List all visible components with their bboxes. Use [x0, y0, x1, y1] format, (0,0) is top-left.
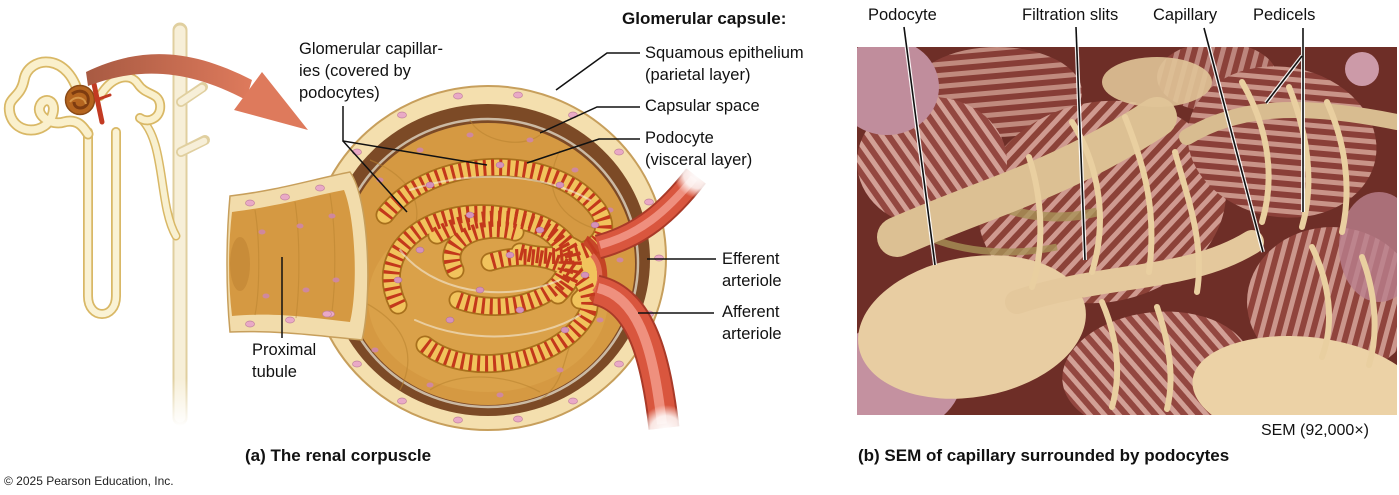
panel-b-caption: (b) SEM of capillary surrounded by podoc…: [858, 446, 1230, 465]
label-sem-filtration-slits: Filtration slits: [1022, 6, 1119, 24]
label-sem-capillary: Capillary: [1153, 6, 1218, 24]
label-line: (parietal layer): [645, 66, 751, 84]
label-line: ies (covered by: [299, 62, 411, 80]
glomerular-capillaries-illustration: [375, 157, 614, 374]
efferent-arteriole-illustration: [594, 150, 722, 260]
label-efferent-arteriole: Efferent arteriole: [722, 248, 782, 292]
label-line: Efferent: [722, 250, 780, 268]
afferent-arteriole-illustration: [591, 274, 693, 459]
label-sem-podocyte: Podocyte: [868, 6, 937, 24]
label-sem-pedicels: Pedicels: [1253, 6, 1316, 24]
label-line: Afferent: [722, 303, 780, 321]
label-line: arteriole: [722, 325, 782, 343]
sem-micrograph: [857, 47, 1397, 415]
panel-a-caption: (a) The renal corpuscle: [245, 446, 432, 465]
label-line: podocytes): [299, 84, 380, 102]
label-line: Glomerular capillar-: [299, 40, 443, 58]
label-glomerular-capsule-heading: Glomerular capsule:: [622, 9, 787, 28]
label-podocyte-visceral: Podocyte (visceral layer): [645, 127, 752, 171]
label-line: (visceral layer): [645, 151, 753, 169]
label-line: Proximal: [252, 341, 317, 359]
label-line: tubule: [252, 363, 297, 381]
label-afferent-arteriole: Afferent arteriole: [722, 301, 782, 345]
label-line: arteriole: [722, 272, 782, 290]
label-squamous-epithelium: Squamous epithelium (parietal layer): [645, 42, 804, 86]
label-proximal-tubule: Proximal tubule: [252, 339, 316, 383]
nephron-locator-illustration: [3, 22, 210, 426]
sem-magnification-credit: SEM (92,000×): [1260, 422, 1369, 439]
label-line: Podocyte: [645, 129, 714, 147]
label-line: Squamous epithelium: [645, 44, 804, 62]
label-capsular-space: Capsular space: [645, 97, 760, 115]
detail-arrow-icon: [86, 54, 308, 130]
copyright-notice: © 2025 Pearson Education, Inc.: [4, 474, 174, 488]
proximal-tubule-illustration: [226, 171, 369, 341]
label-glomerular-capillaries: Glomerular capillar- ies (covered by pod…: [299, 38, 443, 104]
